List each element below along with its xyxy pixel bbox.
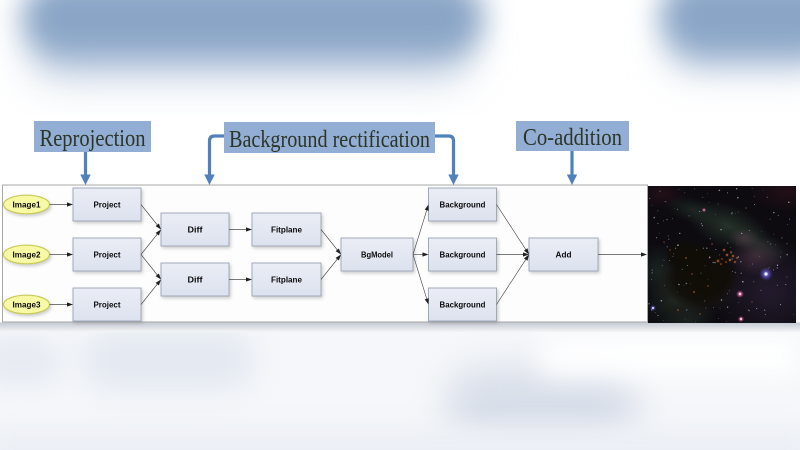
svg-text:Fitplane: Fitplane xyxy=(271,225,302,235)
svg-text:Background rectification: Background rectification xyxy=(229,127,430,153)
svg-text:Reprojection: Reprojection xyxy=(40,126,146,152)
svg-text:Diff: Diff xyxy=(188,275,203,285)
svg-text:Diff: Diff xyxy=(188,225,203,235)
svg-text:Background: Background xyxy=(440,200,486,210)
svg-text:Image3: Image3 xyxy=(13,300,42,309)
svg-text:Image1: Image1 xyxy=(13,200,42,209)
svg-text:Co-addition: Co-addition xyxy=(523,125,622,151)
svg-text:Background: Background xyxy=(440,300,486,310)
svg-text:Fitplane: Fitplane xyxy=(271,275,302,285)
svg-text:BgModel: BgModel xyxy=(361,250,393,260)
svg-text:Project: Project xyxy=(94,250,121,260)
svg-text:Add: Add xyxy=(556,250,572,260)
svg-text:Project: Project xyxy=(94,300,121,310)
svg-text:Image2: Image2 xyxy=(13,250,42,259)
svg-text:Background: Background xyxy=(440,250,486,260)
svg-text:Project: Project xyxy=(94,200,121,210)
